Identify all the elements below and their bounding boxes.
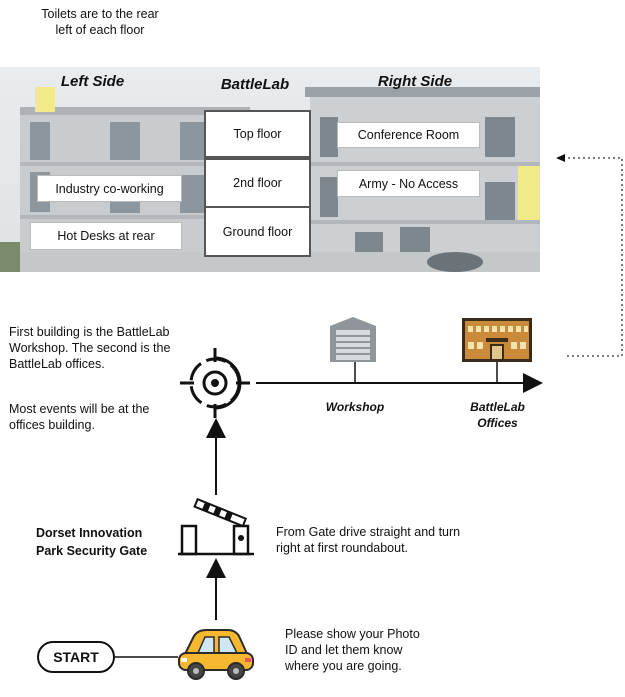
first-building-note: First building is the BattleLab Workshop…	[9, 325, 171, 371]
garage-building-icon	[330, 317, 376, 362]
workshop-label: Workshop	[325, 400, 385, 414]
start-badge: START	[37, 641, 115, 673]
floor-top: Top floor	[204, 110, 311, 158]
toilets-note: Toilets are to the rear left of each flo…	[41, 7, 159, 37]
office-building-icon	[462, 318, 532, 362]
offices-label: BattleLab Offices	[470, 400, 525, 430]
battlelab-header: BattleLab	[220, 76, 290, 93]
floor-second: 2nd floor	[204, 158, 311, 208]
events-note: Most events will be at the offices build…	[9, 402, 150, 432]
dotted-connector	[561, 157, 623, 357]
floor-ground: Ground floor	[204, 206, 311, 257]
barrier-gate-icon	[178, 497, 254, 556]
room-conference: Conference Room	[337, 122, 480, 148]
room-hot-desks: Hot Desks at rear	[30, 222, 182, 250]
room-army-no-access: Army - No Access	[337, 170, 480, 197]
security-gate-label: Dorset Innovation Park Security Gate	[36, 526, 148, 558]
dotted-arrowhead	[556, 154, 565, 162]
car-icon	[178, 629, 254, 680]
photo-id-note: Please show your Photo ID and let them k…	[285, 627, 420, 673]
right-side-header: Right Side	[377, 73, 453, 90]
left-side-header: Left Side	[60, 73, 125, 90]
gate-directions-note: From Gate drive straight and turn right …	[276, 525, 461, 555]
crosshair-target-icon	[180, 348, 250, 418]
room-industry-co-working: Industry co-working	[37, 175, 182, 202]
